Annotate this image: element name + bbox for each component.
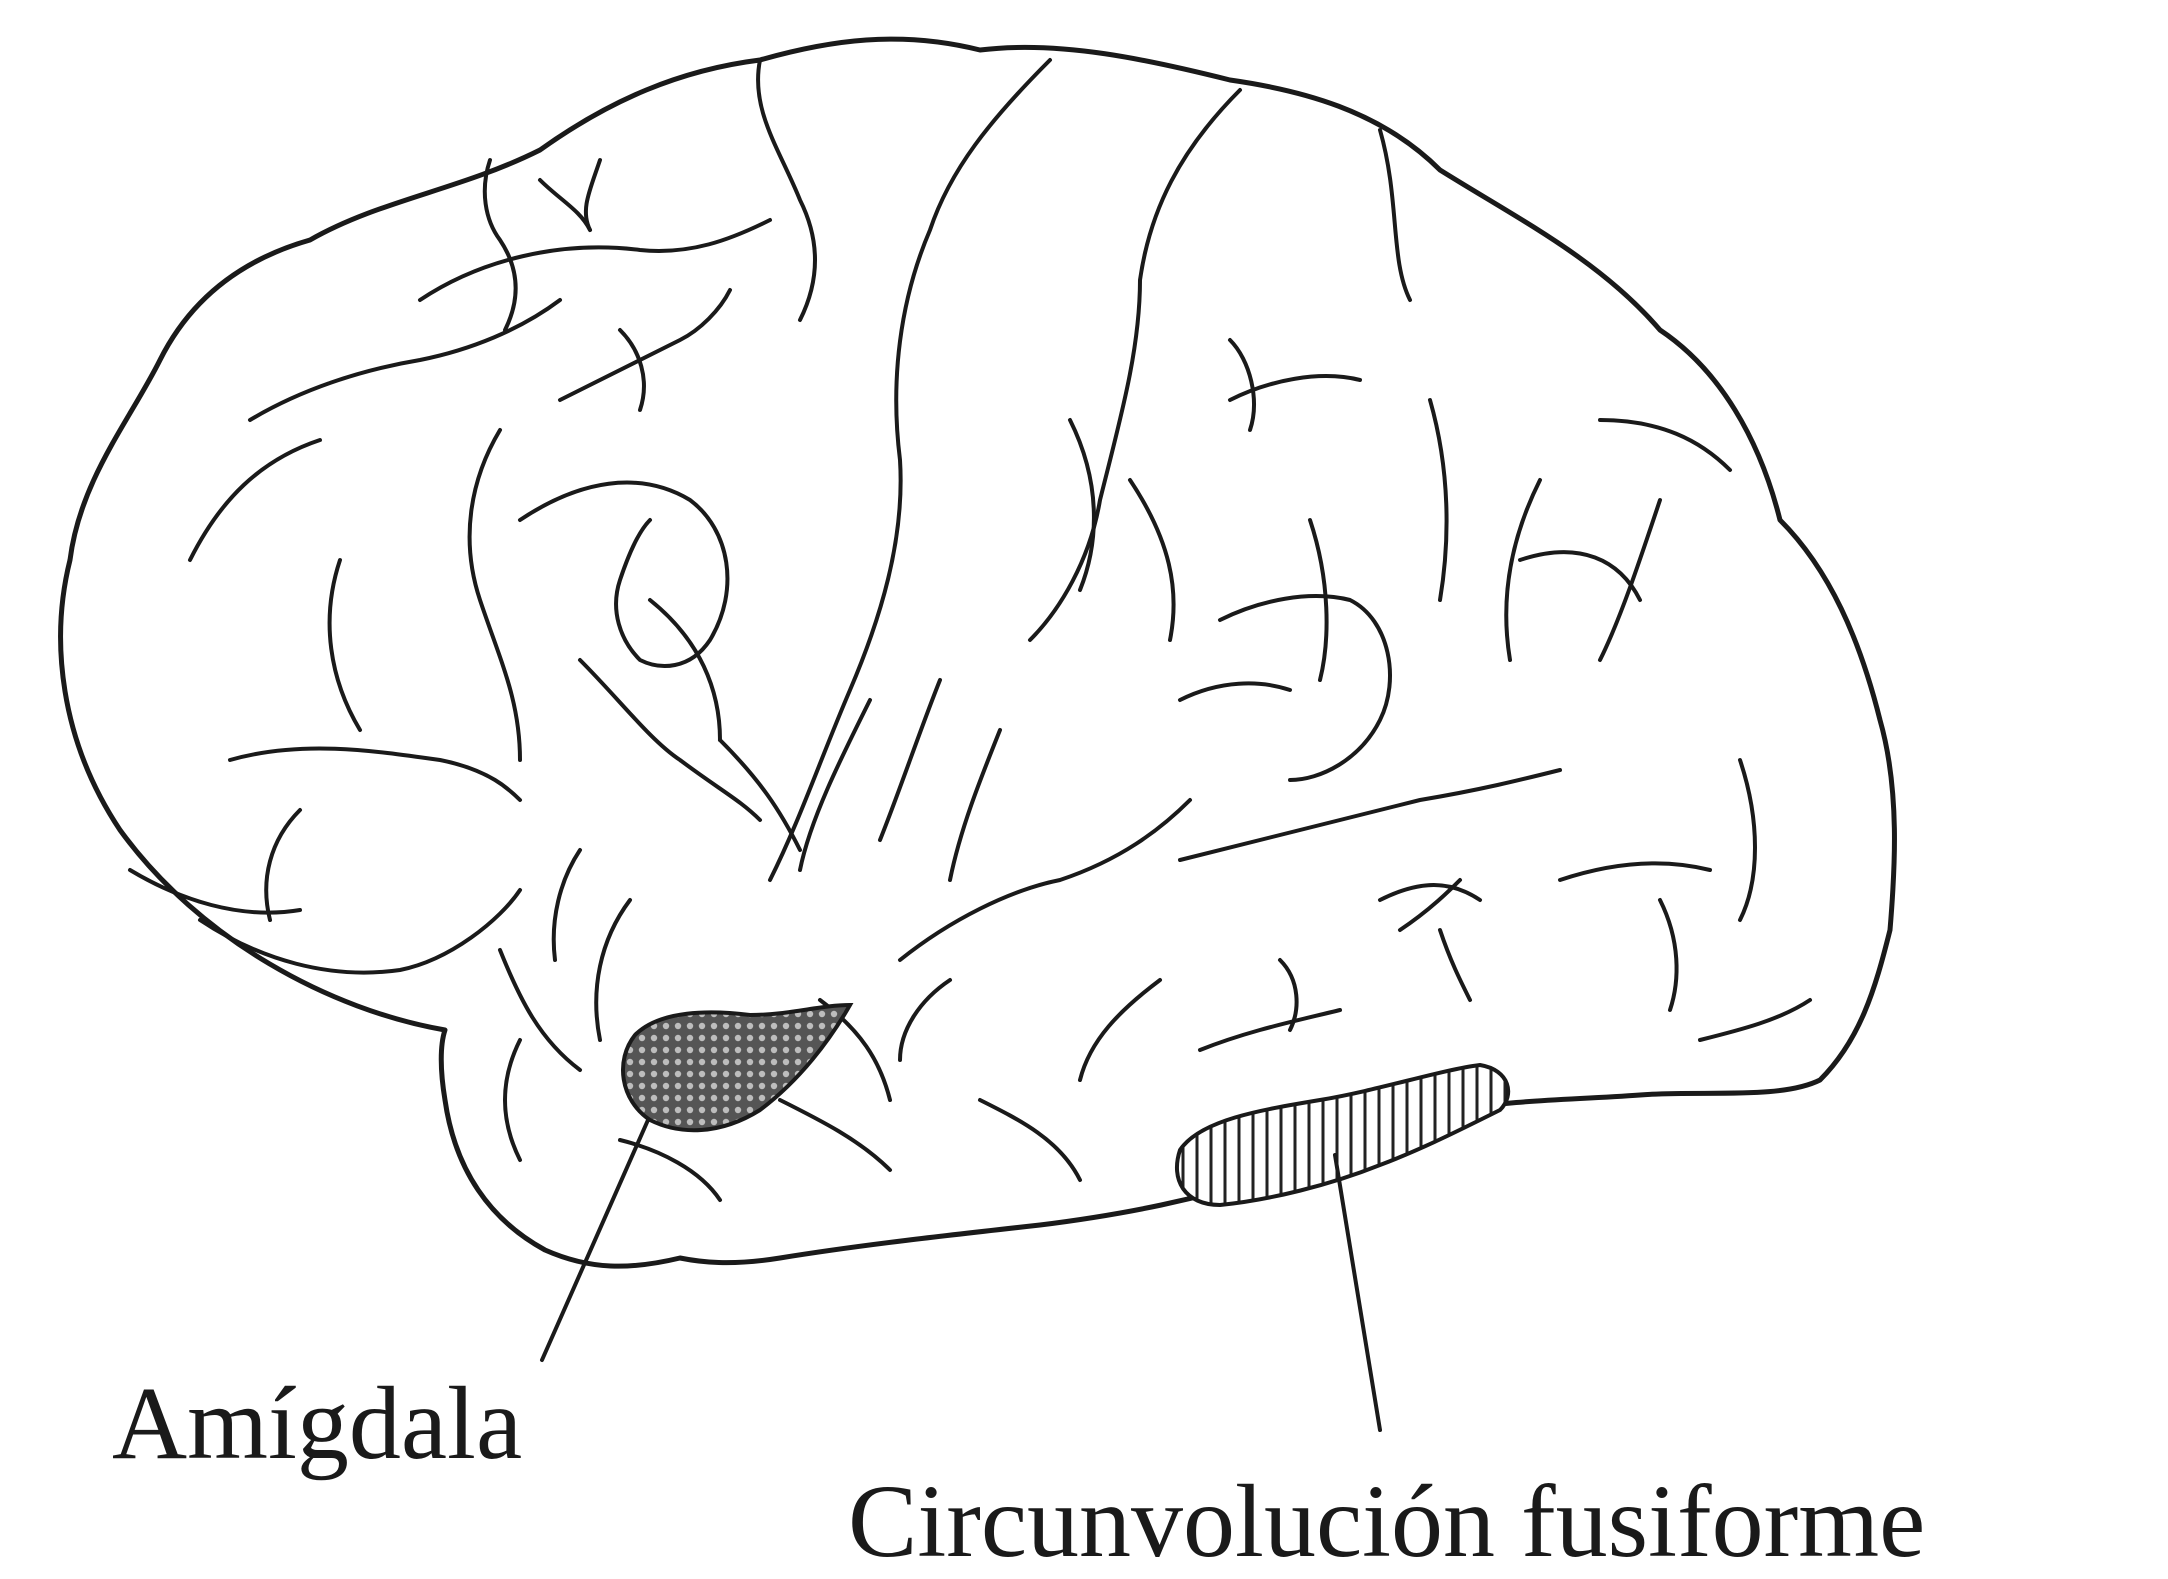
brain-outline	[61, 39, 1895, 1266]
fusiform-gyrus-label: Circunvolución fusiforme	[848, 1470, 1925, 1574]
amygdala-label: Amígdala	[112, 1372, 522, 1476]
brain-sulci	[130, 60, 1810, 1200]
amygdala-region	[623, 1005, 850, 1130]
fusiform-leader-line	[1335, 1155, 1380, 1430]
amygdala-leader-line	[542, 1120, 648, 1360]
fusiform-gyrus-region	[1177, 1065, 1508, 1205]
